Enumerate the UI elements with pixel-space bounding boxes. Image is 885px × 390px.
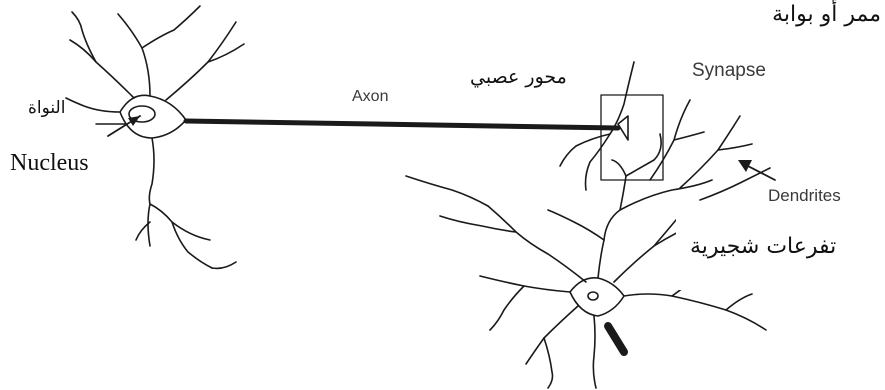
axon-label: Axon (352, 88, 388, 106)
right-dendrite-left (480, 276, 570, 292)
right-nucleus (588, 292, 598, 300)
synapse-dendrite-right (680, 116, 740, 188)
left-dendrite-branch-b (208, 44, 244, 62)
left-dendrite-left (66, 98, 120, 112)
right-dendrite-upleft-c (406, 176, 488, 206)
synapse-label: Synapse (692, 60, 766, 82)
left-dendrite-top-left (70, 40, 134, 98)
dendrites-label-ar: تفرعات شجيرية (690, 234, 836, 259)
left-dendrite-down-branch (150, 204, 210, 240)
synapse-dendrite-top-b (560, 134, 610, 166)
right-dendrite-down-left (526, 306, 578, 364)
axon-label-ar: محور عصبي (470, 66, 567, 88)
synapse-dendrite-right-b (718, 144, 752, 150)
right-dendrite-right-c (726, 294, 752, 310)
right-dendrite-down-left-b (544, 338, 553, 388)
nucleus-label-ar: النواة (28, 98, 65, 118)
right-cell-body (570, 278, 624, 316)
right-dendrite-left-b (490, 286, 524, 330)
dendrites-arrowhead (738, 160, 752, 172)
left-dendrite-up-branch (142, 6, 200, 48)
gate-label-ar: ممر أو بوابة (772, 2, 881, 27)
dendrites-label: Dendrites (768, 186, 841, 206)
synapse-dendrite-mid-b (674, 132, 704, 140)
left-dendrite-lower (172, 222, 212, 268)
right-dendrite-upleft-b (440, 216, 516, 232)
right-dendrite-up-b (612, 160, 626, 210)
right-axon-stub (608, 326, 624, 352)
right-dendrite-up-c (626, 134, 661, 176)
left-dendrite-up (118, 14, 150, 96)
right-dendrite-upright-b (654, 220, 676, 246)
right-dendrite-down (593, 316, 596, 388)
left-dendrite-branch-a (72, 12, 96, 62)
nucleus-label: Nucleus (10, 150, 89, 177)
right-dendrite-upleft (488, 206, 586, 282)
axon-line (186, 121, 618, 128)
right-dendrite-up-d (548, 210, 604, 240)
synapse-dendrite-mid (650, 100, 690, 180)
left-dendrite-down (148, 138, 154, 246)
left-dendrite-lower-2 (212, 262, 236, 268)
synapse-box (601, 95, 663, 180)
right-dendrite-right (624, 294, 766, 330)
left-dendrite-top-right (166, 22, 236, 100)
